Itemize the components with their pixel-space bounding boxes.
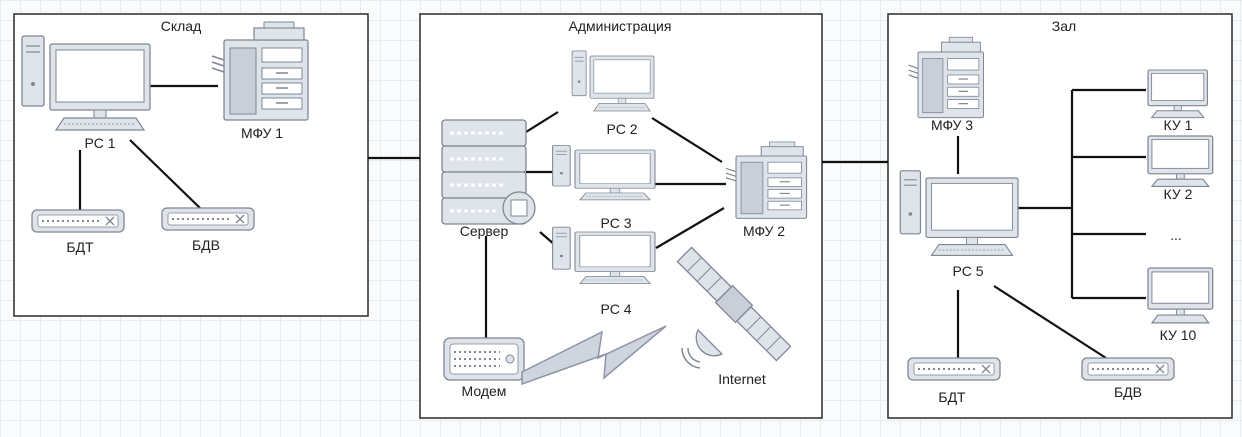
label-internet: Internet xyxy=(718,371,766,387)
label-modem: Модем xyxy=(462,383,507,399)
label-pc4: РС 4 xyxy=(601,301,632,317)
zone-title-admin: Администрация xyxy=(569,18,672,34)
label-ellipsis: ... xyxy=(1170,227,1182,243)
label-bdt-left: БДТ xyxy=(66,239,94,255)
label-server: Сервер xyxy=(460,223,509,239)
wireless-link-icon xyxy=(521,325,667,386)
link-pc2-mfu2 xyxy=(651,117,723,163)
label-bdt-right: БДТ xyxy=(938,389,966,405)
label-pc1: РС 1 xyxy=(85,135,116,151)
zone-title-warehouse: Склад xyxy=(161,18,202,34)
connections xyxy=(78,84,1146,359)
label-bdv-right: БДВ xyxy=(1114,384,1142,400)
link-pc4-mfu2 xyxy=(655,207,725,249)
link-server-pc2 xyxy=(525,111,559,133)
link-pc5-bdv xyxy=(993,285,1107,359)
label-mfu3: МФУ 3 xyxy=(931,117,973,133)
label-ku1: КУ 1 xyxy=(1164,117,1193,133)
link-pc1-bdv xyxy=(129,139,201,209)
monitor-ku10-icon xyxy=(1147,267,1214,324)
modem-icon xyxy=(443,337,525,381)
network-device-bdv-left-icon xyxy=(161,207,255,231)
label-ku2: КУ 2 xyxy=(1164,186,1193,202)
label-pc3: РС 3 xyxy=(601,215,632,231)
monitor-ku1-icon xyxy=(1147,69,1208,119)
label-ku10: КУ 10 xyxy=(1160,327,1197,343)
label-mfu1: МФУ 1 xyxy=(241,125,283,141)
network-device-bdt-right-icon xyxy=(907,357,1001,381)
network-device-bdt-left-icon xyxy=(31,209,125,233)
label-pc5: РС 5 xyxy=(953,263,984,279)
zone-title-hall: Зал xyxy=(1052,18,1076,34)
server-icon xyxy=(441,119,536,225)
label-bdv-left: БДВ xyxy=(192,237,220,253)
label-mfu2: МФУ 2 xyxy=(743,223,785,239)
monitor-ku2-icon xyxy=(1147,135,1214,188)
network-device-bdv-right-icon xyxy=(1081,357,1175,381)
satellite-icon xyxy=(676,246,792,369)
label-pc2: РС 2 xyxy=(607,121,638,137)
